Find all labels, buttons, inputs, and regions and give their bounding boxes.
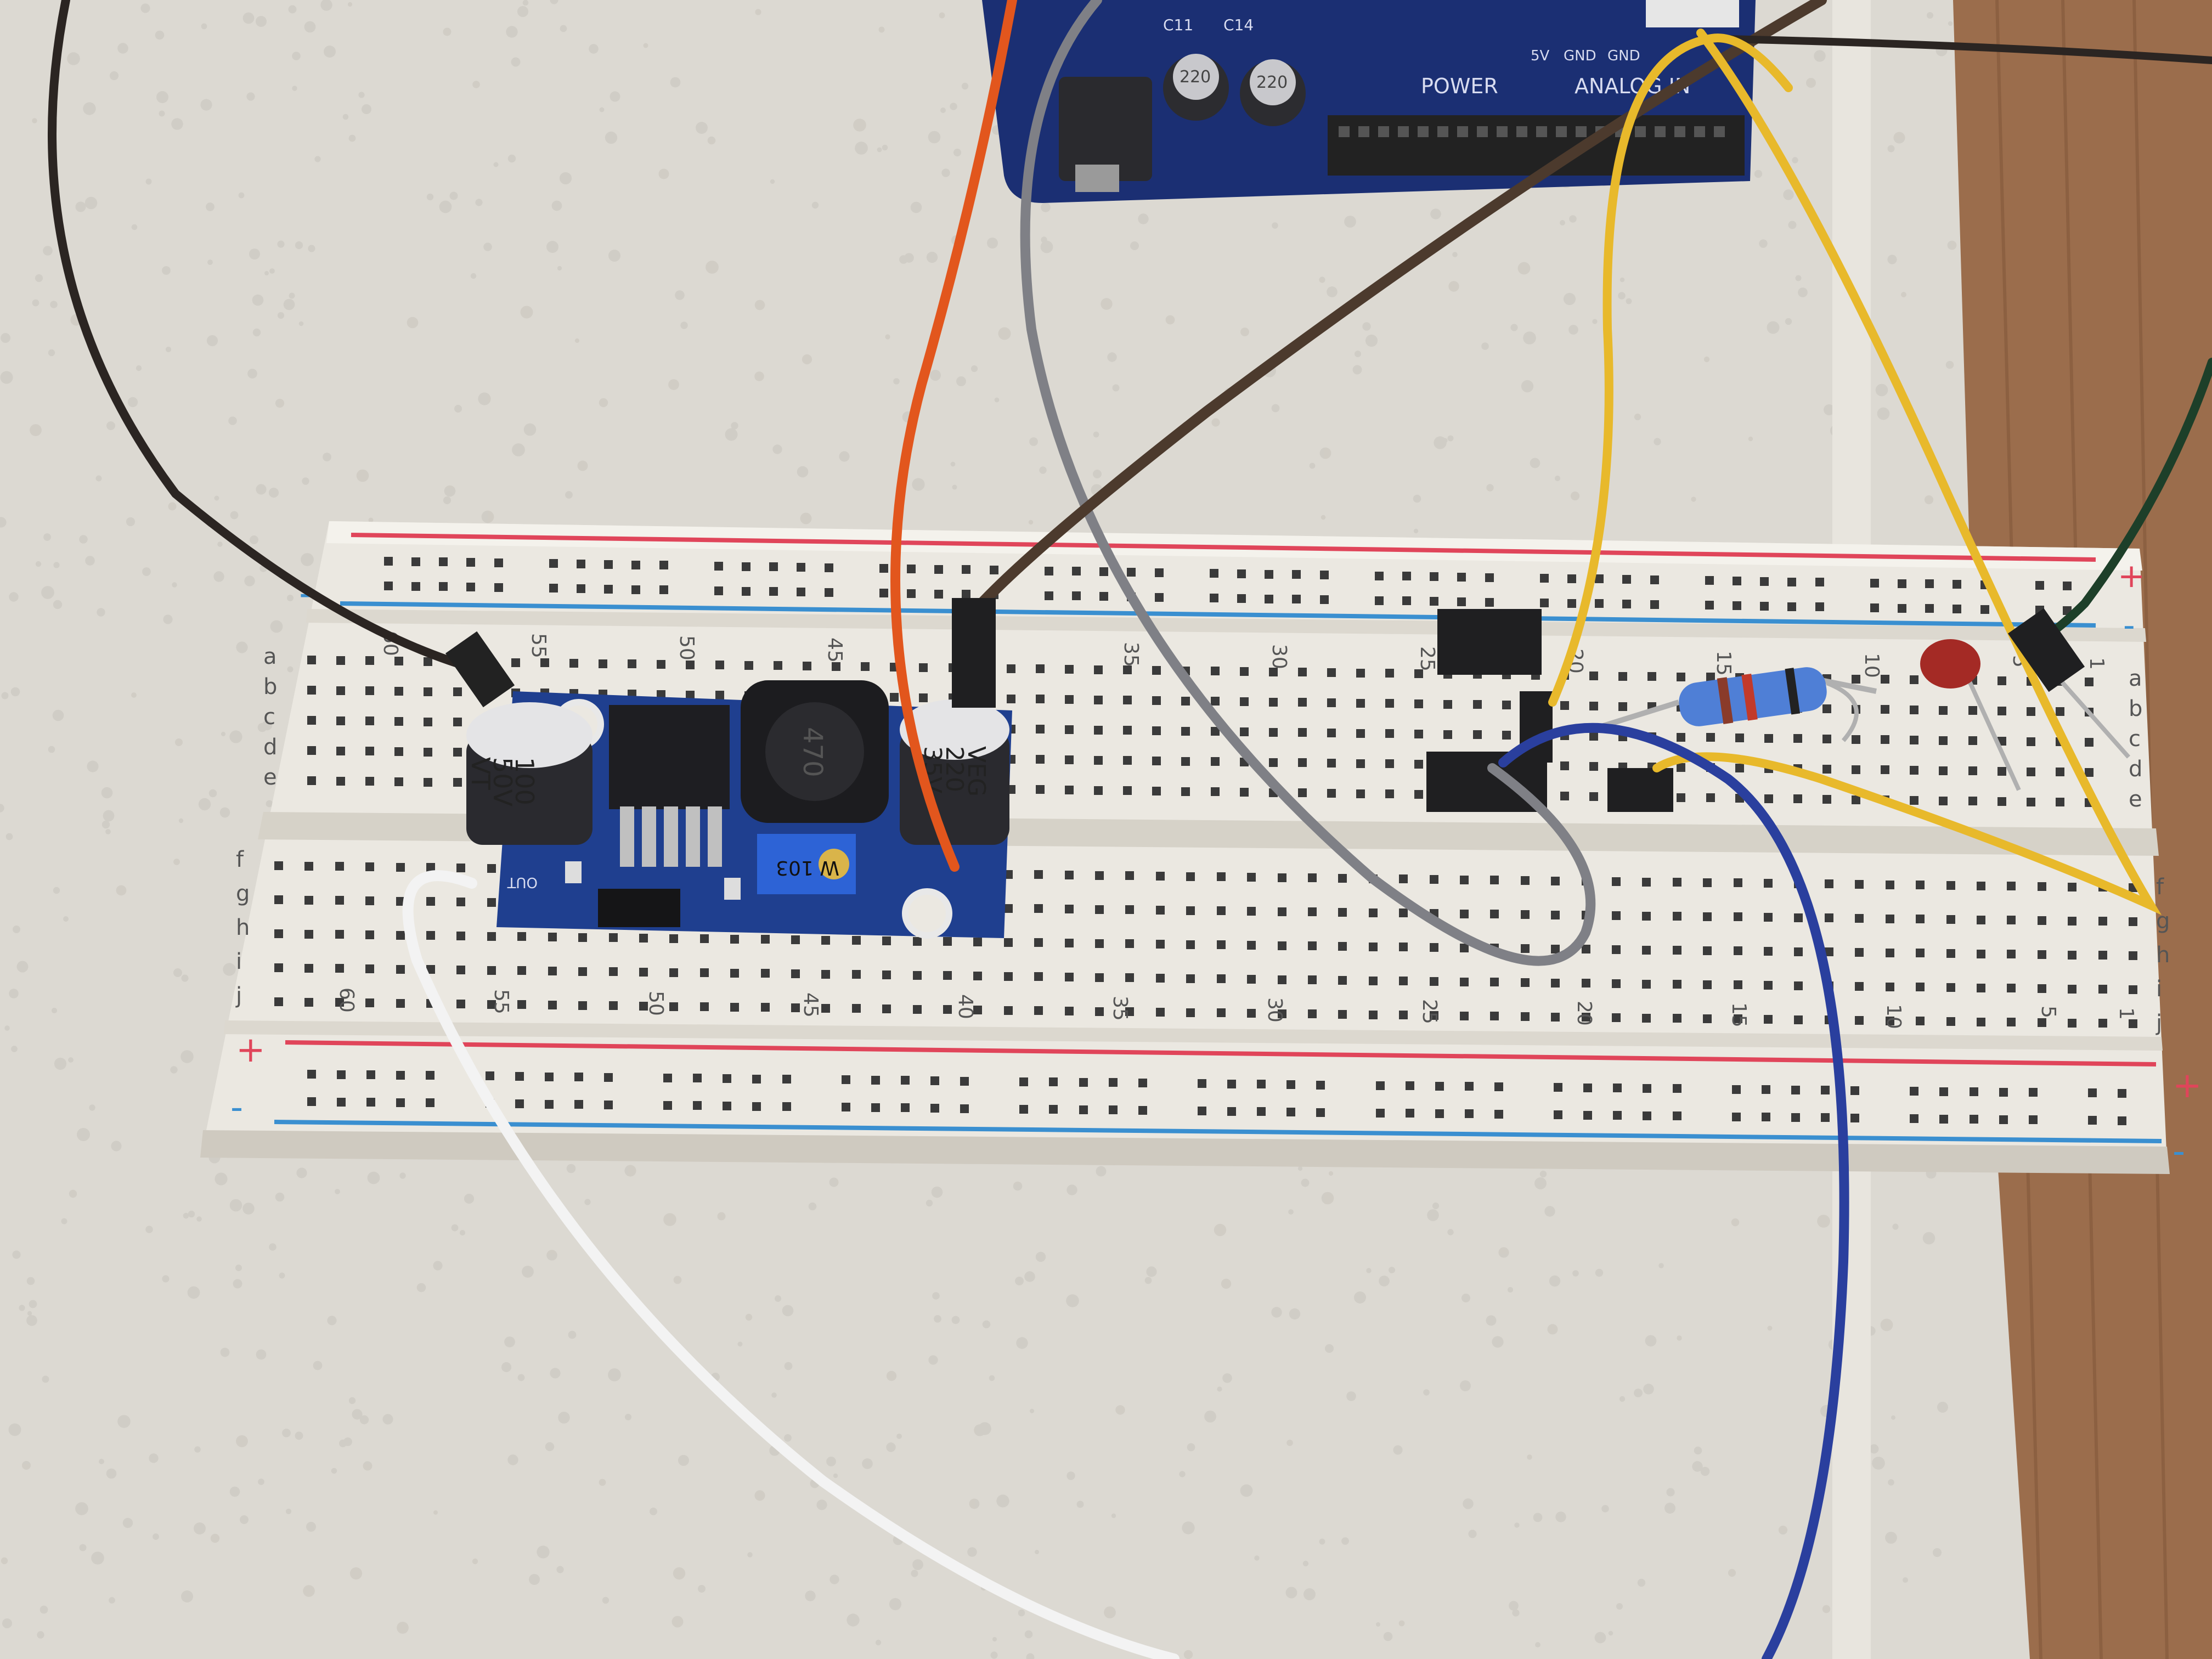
row-letter-left-e: e bbox=[263, 765, 277, 790]
row-letter-left-a: a bbox=[263, 644, 277, 669]
output-cap-line-1: VEG bbox=[962, 746, 990, 797]
row-letter-right-d: d bbox=[2129, 757, 2142, 782]
arduino-header-top-right bbox=[1646, 0, 1739, 27]
arduino-power-label: POWER bbox=[1421, 74, 1498, 98]
buck-converter-module: 100 50V VT 470 VEG 220 35V W 103 OUT bbox=[466, 680, 1012, 939]
column-number-bottom-25: 25 bbox=[1418, 999, 1441, 1024]
column-number-bottom-30: 30 bbox=[1263, 997, 1286, 1023]
buck-ic-heatsink bbox=[609, 705, 730, 809]
arduino-power-jack bbox=[1059, 77, 1152, 181]
column-number-bottom-40: 40 bbox=[954, 994, 977, 1019]
row-letter-right-h: h bbox=[2156, 943, 2170, 968]
column-number-top-10: 10 bbox=[1860, 653, 1883, 678]
column-number-bottom-45: 45 bbox=[799, 992, 822, 1018]
diode-smd bbox=[598, 889, 680, 927]
arduino-board: 220 220 C11 C14 POWER ANALOG IN 5V GND G… bbox=[982, 0, 1756, 203]
gray-wire bbox=[1020, 0, 1596, 966]
white-wire bbox=[402, 870, 1180, 1659]
row-letter-right-f: f bbox=[2156, 874, 2164, 900]
row-letter-left-b: b bbox=[263, 674, 277, 699]
row-letter-left-h: h bbox=[236, 915, 250, 940]
buck-ic-pins bbox=[620, 806, 722, 867]
arduino-cap-label-1: 220 bbox=[1180, 67, 1211, 87]
bottom-rail-plus: + bbox=[236, 1030, 266, 1070]
column-number-bottom-50: 50 bbox=[645, 991, 667, 1016]
blue-wire bbox=[1498, 723, 1849, 1659]
bottom-rail-plus-right: + bbox=[2172, 1065, 2202, 1106]
column-number-top-25: 25 bbox=[1416, 646, 1438, 672]
jumper-wires bbox=[48, 0, 2212, 1659]
column-number-bottom-1: 1 bbox=[2115, 1007, 2137, 1020]
inductor: 470 bbox=[741, 680, 889, 823]
arduino-header-bottom bbox=[1328, 115, 1745, 176]
column-number-bottom-15: 15 bbox=[1728, 1002, 1750, 1028]
arduino-header-5v: 5V bbox=[1531, 48, 1550, 64]
column-number-top-50: 50 bbox=[675, 635, 698, 661]
input-capacitor: 100 50V VT bbox=[466, 702, 592, 845]
row-letter-right-a: a bbox=[2129, 666, 2142, 691]
bottom-rail-minus-right: - bbox=[2172, 1131, 2185, 1172]
input-cap-line-2: 50V bbox=[488, 757, 517, 807]
output-capacitor: VEG 220 35V bbox=[900, 699, 1009, 845]
out-label: OUT bbox=[507, 874, 538, 890]
breadboard-bottom-edge bbox=[200, 1130, 2170, 1174]
row-letter-right-e: e bbox=[2129, 787, 2142, 812]
mounting-hole-bottom bbox=[902, 888, 952, 939]
column-number-bottom-60: 60 bbox=[335, 988, 358, 1013]
row-letter-right-i: i bbox=[2156, 977, 2162, 1002]
arduino-header-gnd-2: GND bbox=[1607, 48, 1640, 64]
yellow-wire-1 bbox=[1548, 33, 1793, 707]
input-cap-line-1: 100 bbox=[510, 757, 539, 805]
column-number-top-55: 55 bbox=[527, 633, 550, 658]
input-cap-line-3: VT bbox=[466, 757, 495, 790]
top-rail-minus-right: - bbox=[2123, 606, 2135, 645]
bottom-rail-minus: - bbox=[230, 1087, 243, 1128]
top-rail-red-line bbox=[351, 533, 2096, 562]
column-number-top-15: 15 bbox=[1712, 651, 1735, 676]
row-letter-left-f: f bbox=[236, 847, 244, 872]
arduino-header-gnd-1: GND bbox=[1564, 48, 1596, 64]
orange-wire bbox=[890, 0, 1017, 872]
row-letter-left-j: j bbox=[235, 983, 242, 1008]
column-number-bottom-20: 20 bbox=[1573, 1001, 1595, 1026]
trimpot-label: W 103 bbox=[776, 856, 839, 879]
top-rail-plus: + bbox=[2118, 557, 2145, 595]
row-letter-left-d: d bbox=[263, 735, 277, 760]
row-letter-left-c: c bbox=[263, 704, 275, 730]
black-wire-top-right bbox=[1697, 35, 2212, 64]
row-letter-left-g: g bbox=[236, 881, 250, 906]
inductor-label: 470 bbox=[797, 727, 828, 777]
bottom-rail-red-line bbox=[285, 1040, 2157, 1066]
arduino-silk-c11: C11 bbox=[1163, 16, 1193, 34]
column-number-bottom-55: 55 bbox=[490, 989, 512, 1014]
row-letter-right-c: c bbox=[2129, 726, 2141, 752]
yellow-wire-2 bbox=[1652, 29, 2162, 915]
column-number-top-1: 1 bbox=[2085, 657, 2108, 670]
trimpot: W 103 bbox=[757, 834, 856, 894]
column-number-top-45: 45 bbox=[823, 637, 846, 663]
column-number-bottom-35: 35 bbox=[1109, 996, 1131, 1021]
column-number-top-30: 30 bbox=[1268, 644, 1290, 669]
row-letter-left-i: i bbox=[236, 949, 242, 974]
column-number-top-35: 35 bbox=[1120, 642, 1142, 667]
output-cap-line-2: 220 bbox=[940, 746, 968, 792]
brown-wire bbox=[971, 0, 1827, 614]
top-rail-blue-line bbox=[340, 601, 2096, 628]
arduino-cap-label-2: 220 bbox=[1256, 73, 1288, 92]
column-number-bottom-10: 10 bbox=[1882, 1004, 1905, 1029]
column-number-bottom-5: 5 bbox=[2037, 1006, 2059, 1018]
black-wire bbox=[48, 0, 482, 674]
arduino-silk-c14: C14 bbox=[1223, 16, 1254, 34]
row-letter-right-j: j bbox=[2155, 1011, 2162, 1036]
row-letter-right-b: b bbox=[2129, 696, 2142, 721]
